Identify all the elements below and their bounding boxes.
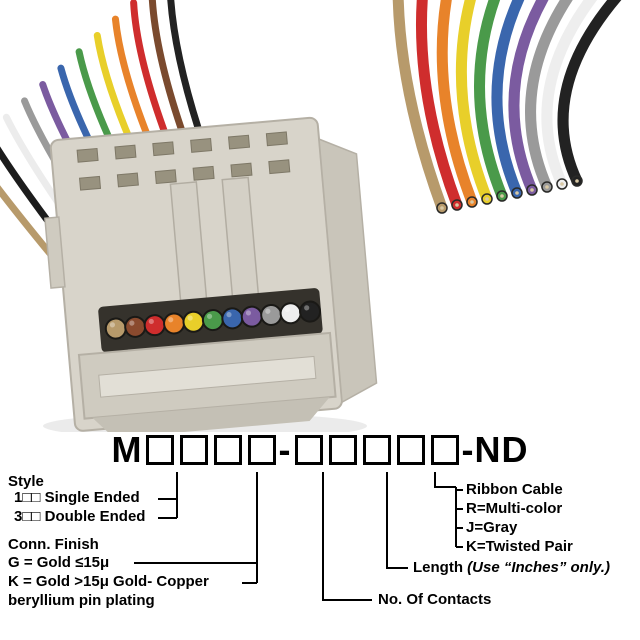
connector-side (318, 137, 378, 404)
product-photo (0, 0, 622, 432)
contact-slot (76, 147, 99, 163)
strain-relief-groove (98, 355, 317, 398)
contact-slot (227, 134, 251, 150)
ribbon-wire-core (500, 194, 504, 198)
ribbon-stripe (525, 0, 573, 193)
part-number-box (362, 435, 391, 465)
connector-latch (44, 216, 66, 289)
ribbon-wire-core (560, 182, 564, 186)
ribbon-stripe (541, 0, 598, 190)
wire-end (143, 314, 166, 337)
contact-slot (152, 141, 175, 157)
ribbon-stripe (508, 0, 549, 196)
wire-ends (104, 300, 322, 340)
part-number-box (213, 435, 242, 465)
ribbon-wire-core (530, 188, 534, 192)
wire-end-highlight (226, 312, 232, 318)
left-wire (167, 0, 206, 144)
wire-end-highlight (304, 305, 310, 311)
wire-end-highlight (245, 310, 252, 316)
contact-slot (78, 175, 102, 191)
wire-end-highlight (148, 318, 154, 325)
wire-end-highlight (109, 322, 116, 328)
ribbon-option-r: R=Multi-color (466, 500, 563, 517)
ribbon-wire-core (440, 206, 444, 210)
length-label: Length (Use “Inches” only.) (413, 560, 610, 576)
part-number-box (430, 435, 459, 465)
ribbon-stripe (455, 0, 493, 205)
finish-option-g: G = Gold ≤15μ (8, 554, 110, 571)
contact-slots (76, 131, 291, 191)
ribbon-wire-core (485, 197, 489, 201)
style-title: Style (8, 473, 44, 490)
contact-slot (265, 131, 288, 147)
finish-title: Conn. Finish (8, 536, 99, 553)
wire-end (221, 307, 244, 330)
style-option-double: 3□□ Double Ended (14, 508, 146, 525)
contacts-label: No. Of Contacts (378, 591, 492, 608)
idc-connector (44, 116, 378, 432)
part-number-suffix: -ND (461, 429, 529, 470)
ribbon-wire-core (575, 179, 579, 183)
ribbon-stripe (416, 0, 463, 211)
finish-option-k: K = Gold >15μ Gold- Copper (8, 573, 209, 590)
ribbon-stripe (557, 0, 622, 187)
finish-option-k-cont: beryllium pin plating (8, 592, 155, 609)
part-number-prefix: M (111, 429, 143, 470)
wire-end-highlight (129, 320, 135, 326)
contact-slot (268, 159, 291, 175)
part-number-group2 (292, 435, 462, 465)
style-option-single: 1□□ Single Ended (14, 489, 140, 506)
ribbon-option-k: K=Twisted Pair (466, 538, 573, 555)
part-number-box (145, 435, 174, 465)
ribbon-stripe (392, 0, 448, 214)
part-number-box (294, 435, 323, 465)
part-number-box (396, 435, 425, 465)
wire-end (201, 309, 224, 332)
length-note: (Use “Inches” only.) (467, 559, 610, 576)
part-number-box (247, 435, 276, 465)
ribbon-stripe (491, 0, 525, 199)
ribbon-stripe (474, 0, 508, 202)
contact-slot (116, 172, 139, 188)
ribbon-cable (392, 0, 622, 214)
wire-end (124, 315, 147, 338)
wire-end-highlight (284, 306, 290, 313)
wire-end-highlight (206, 313, 213, 319)
wire-end (163, 312, 186, 335)
wire-end (279, 302, 302, 325)
part-number-box (328, 435, 357, 465)
wire-end (182, 310, 205, 333)
contact-slot (192, 165, 215, 181)
connector-base (92, 397, 330, 432)
wire-end-highlight (187, 315, 193, 321)
ribbon-wire-core (545, 185, 549, 189)
contact-slot (190, 138, 213, 153)
wire-end (104, 317, 127, 340)
ribbon-title: Ribbon Cable (466, 481, 563, 498)
contact-slot (154, 169, 177, 185)
ribbon-wire-core (515, 191, 519, 195)
length-word: Length (413, 559, 468, 576)
contact-slot (230, 162, 253, 178)
part-number-group1 (143, 435, 279, 465)
ribbon-option-j: J=Gray (466, 519, 518, 536)
callout-lines (134, 472, 463, 601)
ribbon-wire-core (455, 203, 459, 207)
wire-end (299, 300, 322, 323)
wire-end-highlight (265, 308, 271, 314)
wire-end (240, 305, 263, 328)
ribbon-wire-core (470, 200, 474, 204)
part-number: M - -ND (0, 428, 640, 472)
contact-slot (114, 144, 137, 160)
part-number-separator: - (278, 429, 292, 470)
part-number-box (179, 435, 208, 465)
wire-end-highlight (168, 317, 174, 323)
ribbon-stripe (436, 0, 478, 208)
wire-end (260, 303, 283, 326)
